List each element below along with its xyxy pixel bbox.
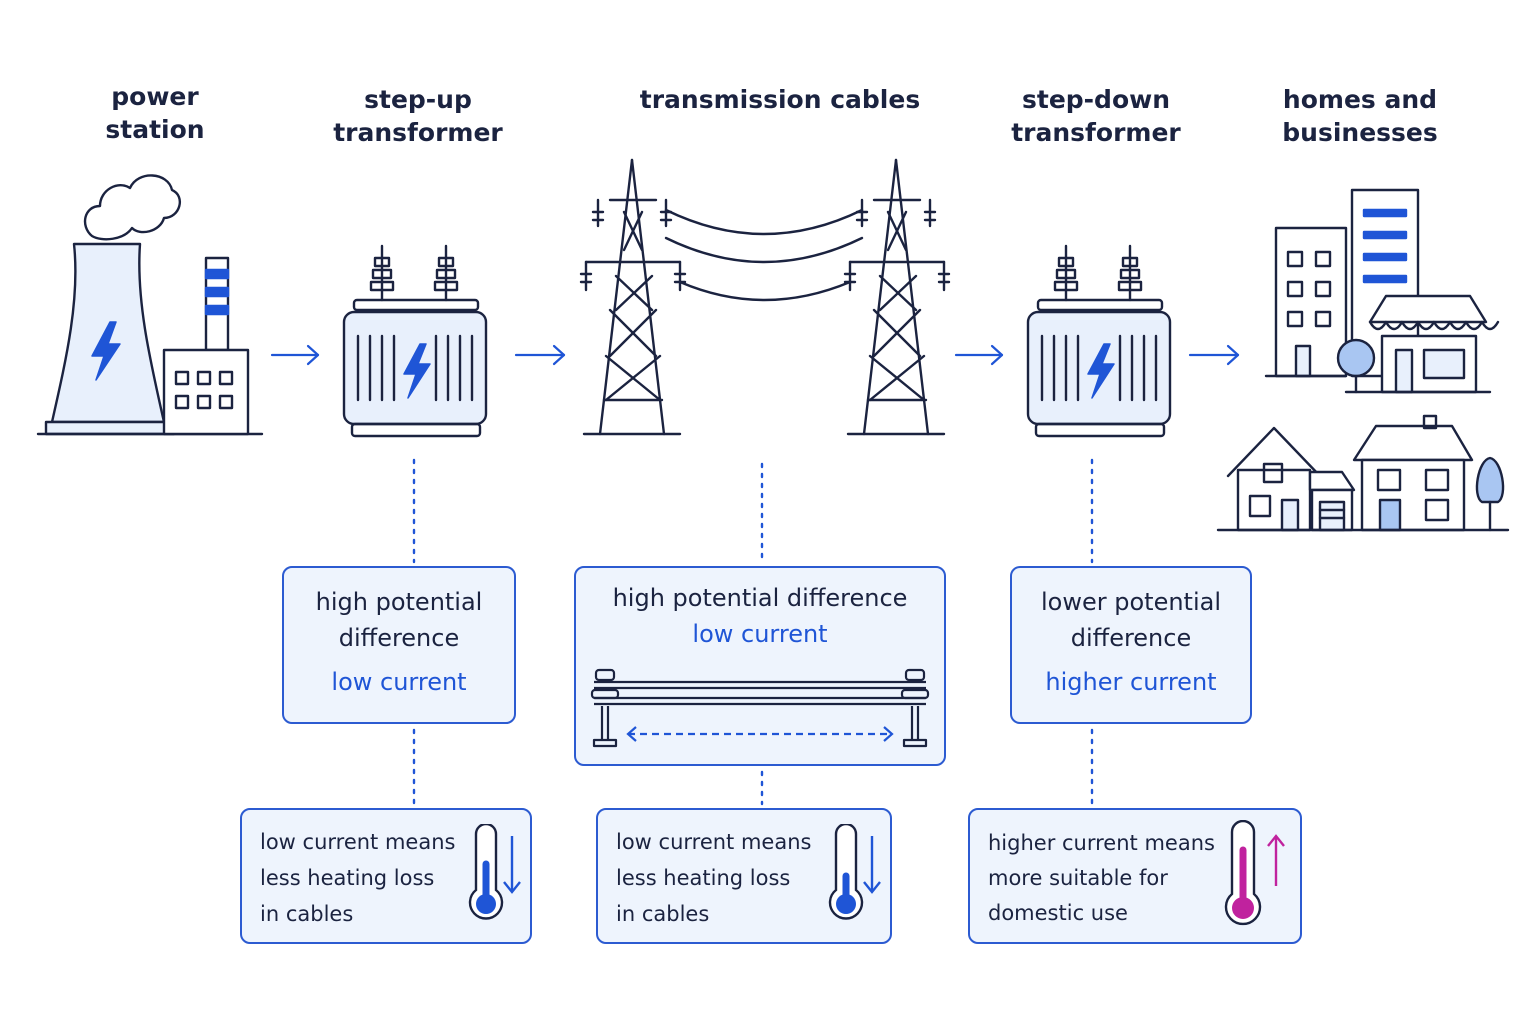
info-box-step-down: lower potential difference higher curren… [1010,566,1252,724]
note-text: low current means less heating loss in c… [616,830,812,926]
current-text: low current [331,668,467,696]
label-transmission-cables: transmission cables [639,85,921,114]
step-down-transformer-icon [1026,244,1172,438]
lightning-bolt-icon [403,343,431,399]
label-homes-businesses: homes and businesses [1282,85,1438,147]
note-box-step-up: low current means less heating loss in c… [240,808,532,944]
transmission-cables [664,208,864,302]
double-arrow-icon [626,726,894,742]
arrow-down-icon [503,836,521,894]
info-box-transmission: high potential difference low current [574,566,946,766]
thermometer-high-icon [1224,820,1285,926]
power-station-icon [36,174,264,436]
pylon-right-icon [843,158,951,436]
factory-building [162,348,250,436]
pylon-left-icon [579,158,687,436]
arrow-right-icon [954,344,1004,366]
current-text: low current [692,620,828,648]
note-box-step-down: higher current means more suitable for d… [968,808,1302,944]
potential-difference-text: high potential difference [612,584,908,612]
lightning-bolt-icon [91,321,121,381]
homes-businesses-icon [1216,188,1510,532]
label-step-up-transformer: step-up transformer [333,85,503,147]
thermometer-low-icon [468,824,521,920]
steam-cloud-icon [83,174,182,241]
arrow-right-icon [514,344,566,366]
thermometer-low-icon [828,824,881,920]
note-text: higher current means more suitable for d… [988,831,1215,925]
note-text: low current means less heating loss in c… [260,830,456,926]
arrow-down-icon [863,836,881,894]
lightning-bolt-icon [1087,343,1115,399]
cable-span-icon [590,668,930,748]
note-box-transmission: low current means less heating loss in c… [596,808,892,944]
dotted-connectors [412,458,1094,806]
potential-difference-text: high potential difference [315,588,483,652]
arrow-right-icon [1188,344,1240,366]
label-step-down-transformer: step-down transformer [1011,85,1181,147]
step-up-transformer-icon [342,244,488,438]
arrow-right-icon [270,344,320,366]
label-power-station: power station [105,82,205,144]
arrow-up-icon [1267,834,1285,886]
potential-difference-text: lower potential difference [1041,588,1221,652]
current-text: higher current [1045,668,1217,696]
info-box-step-up: high potential difference low current [282,566,516,724]
